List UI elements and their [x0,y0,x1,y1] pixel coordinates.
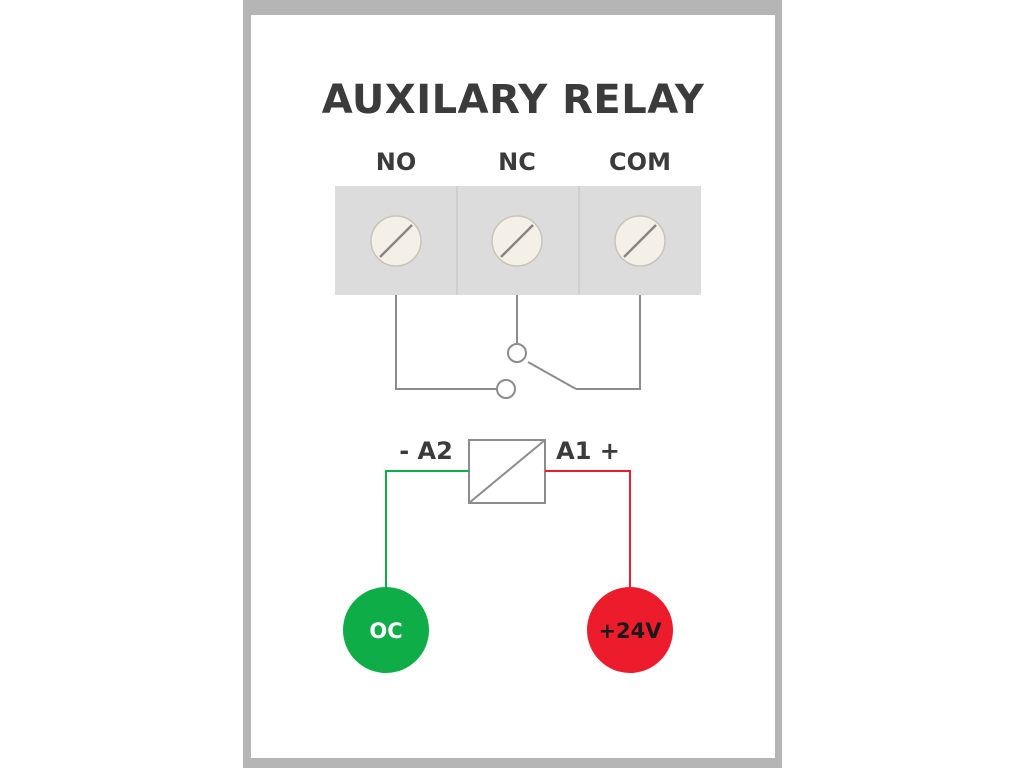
wire-negative [385,470,469,590]
screw-terminal-nc [491,215,543,267]
terminal-label-no: NO [376,148,417,176]
coil-label-a2: - A2 [399,437,453,465]
screw-slot [500,224,534,258]
screw-slot [623,224,657,258]
screw-terminal-no [370,215,422,267]
oc-terminal-label: OC [369,619,402,643]
oc-terminal-circle [343,587,429,673]
coil-label-a1: A1 + [556,437,620,465]
terminal-label-com: COM [609,148,671,176]
switch-arm [527,361,577,390]
terminal-block [335,186,701,295]
relay-coil-symbol [468,439,546,504]
screw-terminal-com [614,215,666,267]
terminal-label-nc: NC [498,148,536,176]
no-contact-point [496,379,516,399]
nc-contact-point [507,343,527,363]
diagram-title: AUXILARY RELAY [322,77,705,123]
supply-24v-circle [587,587,673,673]
contact-wiring [395,295,641,390]
coil-diagonal [468,439,546,504]
screw-slot [379,224,413,258]
wire-positive [545,470,631,590]
wire-com [576,295,641,390]
wire-no [395,295,497,390]
supply-24v-label: +24V [598,619,662,643]
